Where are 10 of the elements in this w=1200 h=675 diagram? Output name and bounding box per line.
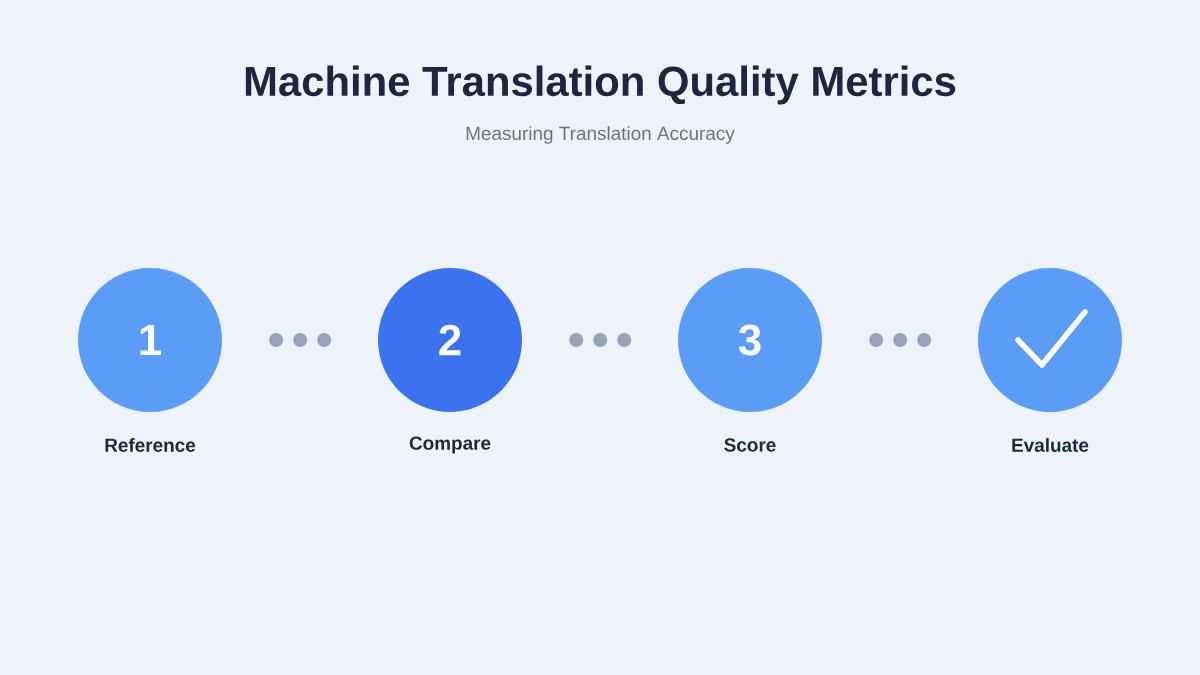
- dotted-connector: [868, 333, 932, 347]
- dotted-connector: [568, 333, 632, 347]
- step-label: Reference: [105, 438, 196, 452]
- dotted-connector: [268, 333, 332, 347]
- step-label: Score: [724, 438, 776, 452]
- subtitle: Measuring Translation Accuracy: [466, 126, 735, 144]
- title: Machine Translation Quality Metrics: [245, 65, 956, 105]
- step-label: Compare: [409, 436, 491, 454]
- step-label: Evaluate: [1012, 438, 1089, 452]
- step-circle: [978, 268, 1122, 412]
